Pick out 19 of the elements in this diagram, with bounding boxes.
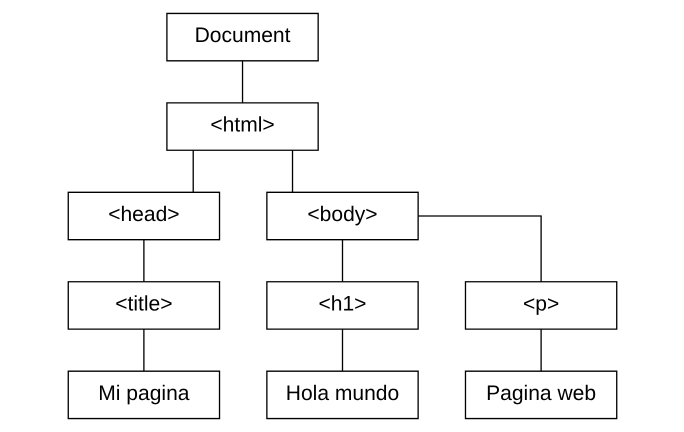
node-box: Mi pagina — [67, 370, 220, 420]
connector — [341, 240, 343, 282]
node-box: Pagina web — [464, 370, 617, 420]
node-box: Hola mundo — [266, 370, 418, 420]
connector — [291, 150, 293, 192]
node-box: <head> — [67, 192, 220, 240]
connector — [418, 215, 542, 282]
connector — [142, 329, 144, 371]
connector — [241, 61, 243, 103]
connector — [540, 329, 542, 371]
connector — [192, 150, 194, 192]
node-box: <p> — [464, 281, 617, 330]
connector — [341, 329, 343, 371]
node-box: Document — [166, 12, 318, 62]
node-box: <html> — [166, 102, 318, 151]
node-box: <body> — [266, 192, 418, 240]
node-box: <title> — [67, 281, 220, 330]
node-box: <h1> — [266, 281, 418, 330]
connector — [142, 240, 144, 282]
